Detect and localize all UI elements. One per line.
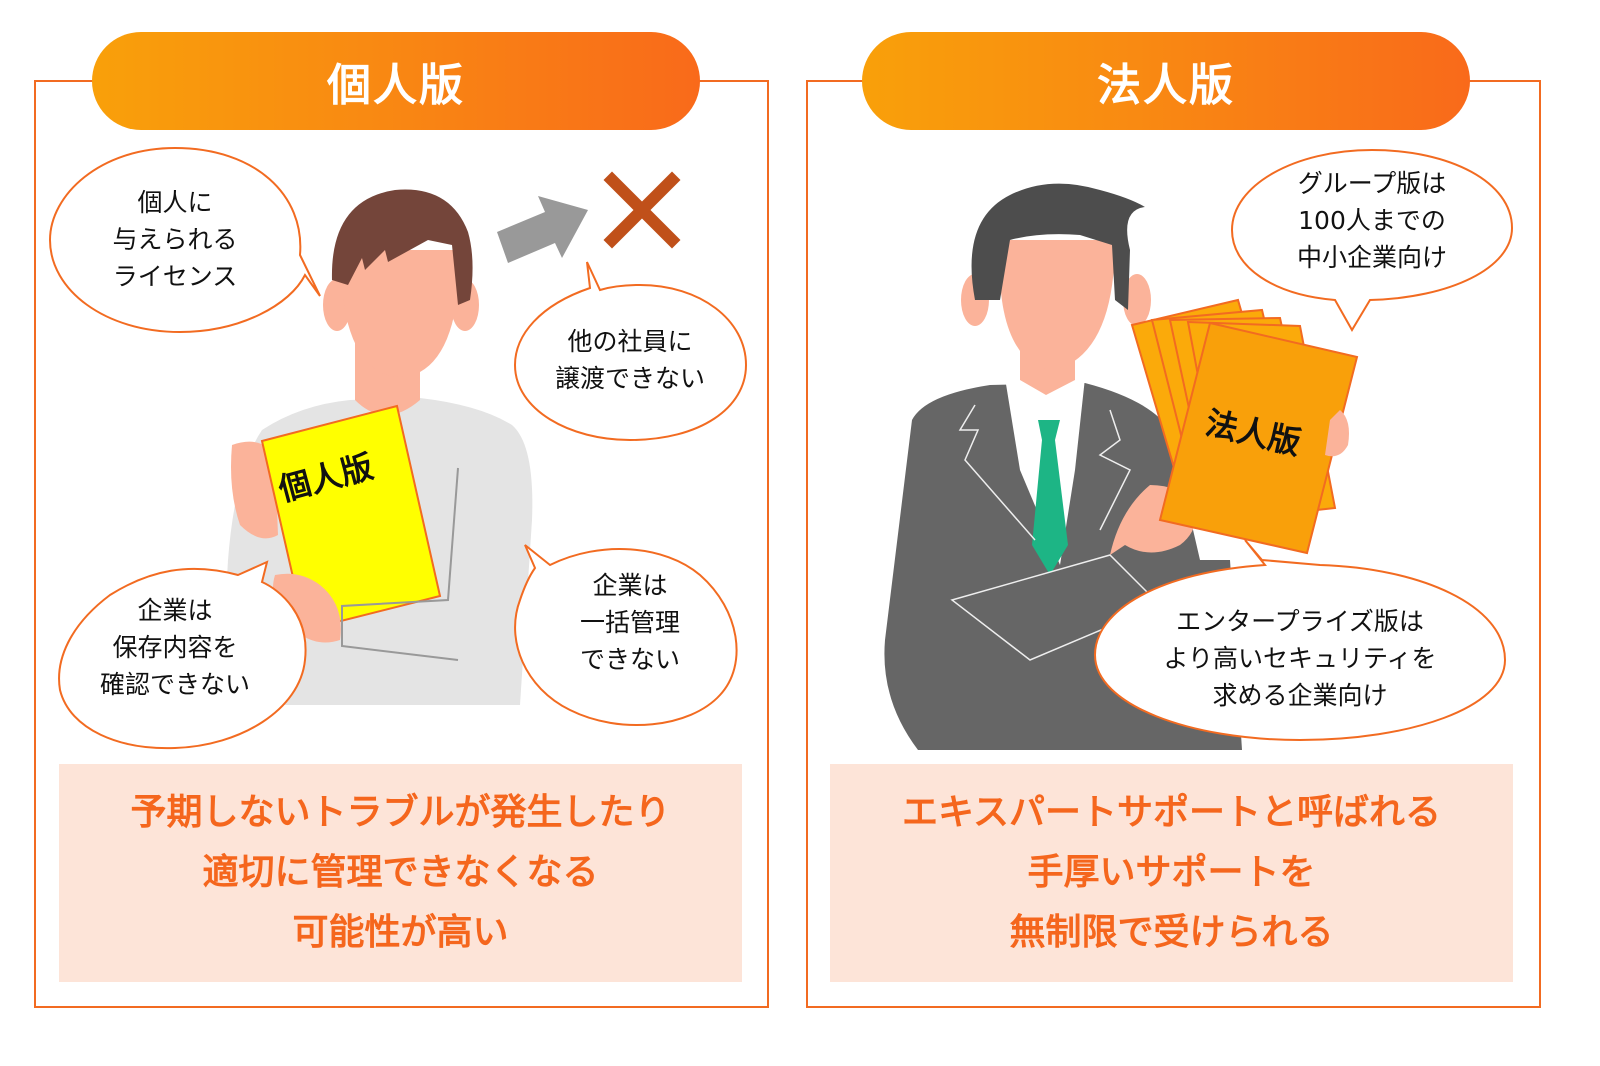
bubble-text-enterprise-edition: エンタープライズ版は より高いセキュリティを 求める企業向け bbox=[1163, 607, 1437, 710]
bubble-text-bulk-manage: 企業は 一括管理 できない bbox=[579, 571, 680, 674]
bubble-text-license: 個人に 与えられる ライセンス bbox=[112, 188, 238, 291]
bubble-text-transfer: 他の社員に 譲渡できない bbox=[554, 327, 705, 393]
speech-bubble-bulk-manage bbox=[514, 544, 738, 726]
arrow-right-icon bbox=[497, 196, 588, 263]
bubble-text-group-edition: グループ版は 100人までの 中小企業向け bbox=[1296, 169, 1447, 272]
corporate-edition-summary: エキスパートサポートと呼ばれる 手厚いサポートを 無制限で受けられる bbox=[830, 764, 1513, 982]
speech-bubble-transfer bbox=[513, 261, 748, 442]
speech-bubble-group-edition bbox=[1230, 148, 1514, 332]
businessman-illustration bbox=[884, 183, 1359, 750]
speech-bubble-enterprise-edition bbox=[1093, 539, 1507, 742]
personal-edition-summary: 予期しないトラブルが発生したり 適切に管理できなくなる 可能性が高い bbox=[59, 764, 742, 982]
speech-bubble-license bbox=[48, 146, 321, 334]
corporate-edition-title: 法人版 bbox=[862, 32, 1470, 130]
speech-bubble-content-check bbox=[58, 560, 307, 750]
cross-mark-icon bbox=[603, 171, 681, 249]
bubble-text-content-check: 企業は 保存内容を 確認できない bbox=[99, 596, 250, 699]
personal-edition-title: 個人版 bbox=[92, 32, 700, 130]
